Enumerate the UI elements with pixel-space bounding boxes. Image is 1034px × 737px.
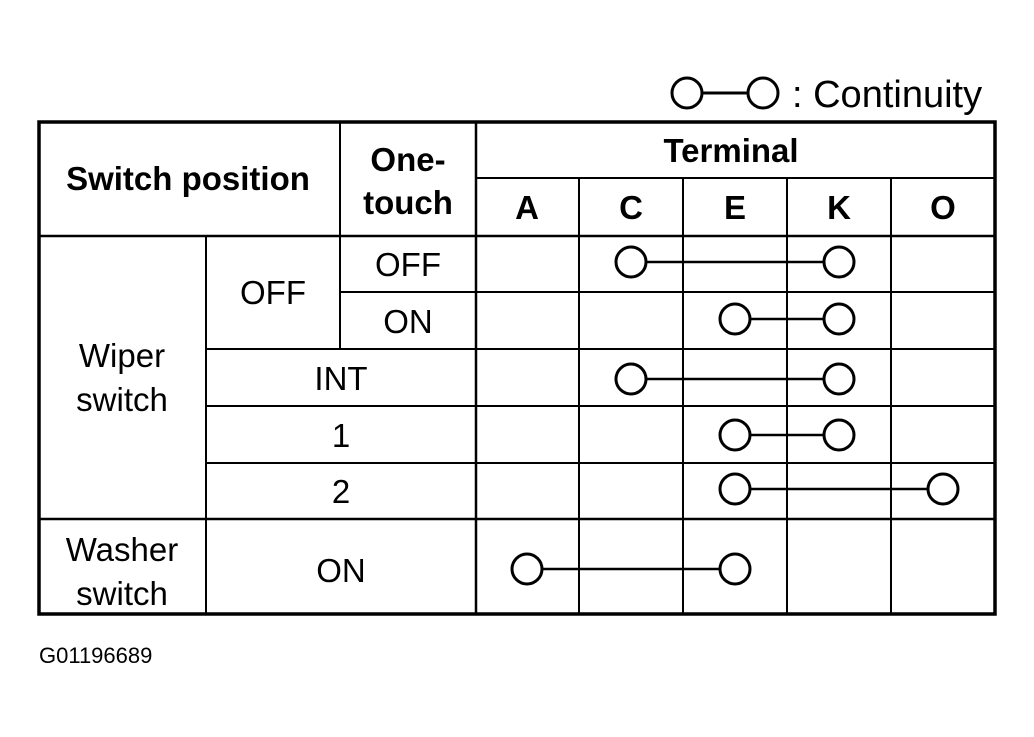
wiper-switch-label-line1: Wiper — [79, 337, 165, 374]
terminal-e-header: E — [724, 189, 746, 226]
speed-1-label: 1 — [332, 417, 350, 454]
terminal-circle-e — [718, 418, 752, 452]
one-touch-header-line2: touch — [363, 184, 453, 221]
table-grid — [37, 120, 997, 616]
terminal-circle-k — [822, 362, 856, 396]
terminal-k-header: K — [827, 189, 851, 226]
table-header: Switch position One- touch Terminal A C … — [66, 132, 956, 226]
wiper-switch-label-line2: switch — [76, 381, 168, 418]
one-touch-on-label: ON — [383, 303, 433, 340]
terminal-circle-c — [614, 245, 648, 279]
legend: : Continuity — [670, 74, 982, 116]
terminal-circle-a — [510, 552, 544, 586]
terminal-o-header: O — [930, 189, 956, 226]
int-label: INT — [314, 360, 367, 397]
washer-switch-label-line1: Washer — [66, 531, 178, 568]
wiper-off-label: OFF — [240, 274, 306, 311]
washer-switch-label-line2: switch — [76, 575, 168, 612]
terminal-circle-c — [614, 362, 648, 396]
speed-2-label: 2 — [332, 473, 350, 510]
continuity-connections — [510, 245, 960, 586]
one-touch-header-line1: One- — [370, 141, 445, 178]
terminal-c-header: C — [619, 189, 643, 226]
terminal-circle-o — [926, 472, 960, 506]
terminal-circle-k — [822, 245, 856, 279]
legend-label: : Continuity — [792, 74, 982, 116]
legend-terminal-circle-right — [746, 76, 780, 110]
legend-terminal-circle-left — [670, 76, 704, 110]
washer-on-label: ON — [316, 552, 366, 589]
terminal-circle-k — [822, 418, 856, 452]
terminal-circle-e — [718, 552, 752, 586]
terminal-circle-e — [718, 302, 752, 336]
terminal-circle-k — [822, 302, 856, 336]
terminal-circle-e — [718, 472, 752, 506]
terminal-a-header: A — [515, 189, 539, 226]
switch-position-header: Switch position — [66, 160, 310, 197]
table-border — [37, 120, 997, 616]
figure-id: G01196689 — [39, 643, 152, 668]
row-labels: Wiper switch OFF OFF ON INT 1 2 Washer s… — [66, 246, 441, 612]
one-touch-off-label: OFF — [375, 246, 441, 283]
terminal-header: Terminal — [663, 132, 798, 169]
